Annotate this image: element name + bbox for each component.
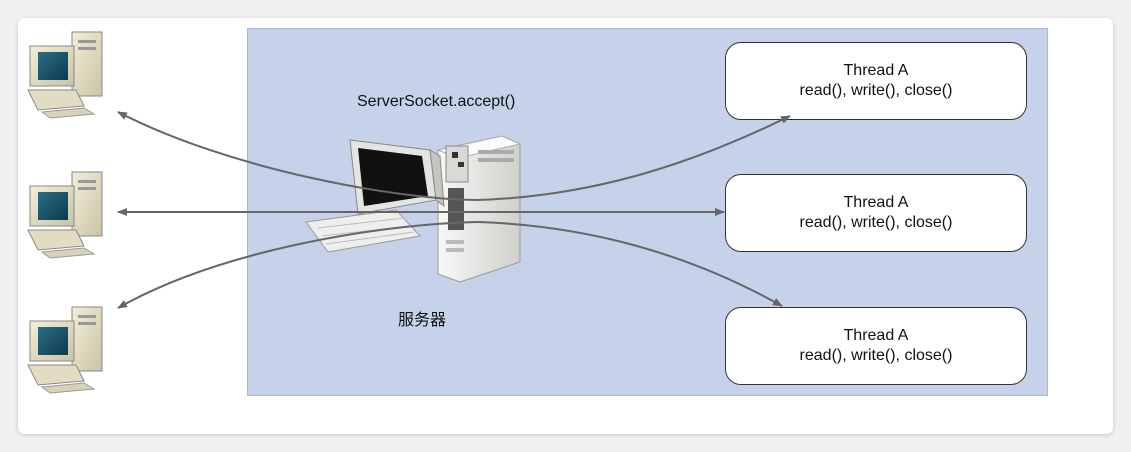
client-computer-icon: [27, 171, 103, 259]
arrow-to-client-3: [117, 221, 479, 309]
client-computer-icon: [27, 31, 103, 119]
thread-box-3: Thread A read(), write(), close(): [725, 307, 1027, 385]
accept-label: ServerSocket.accept(): [357, 93, 516, 110]
arrow-to-thread-3: [477, 221, 783, 307]
server-computer-icon: [305, 135, 522, 283]
connection-arrows: [117, 111, 791, 309]
thread-methods: read(), write(), close(): [799, 82, 953, 99]
thread-title: Thread A: [843, 62, 909, 79]
thread-box-2: Thread A read(), write(), close(): [725, 174, 1027, 252]
thread-methods: read(), write(), close(): [799, 214, 953, 231]
client-computer-icon: [27, 306, 103, 394]
thread-methods: read(), write(), close(): [799, 347, 953, 364]
server-name-label: 服务器: [398, 312, 447, 329]
thread-box-1: Thread A read(), write(), close(): [725, 42, 1027, 120]
thread-title: Thread A: [843, 194, 909, 211]
thread-title: Thread A: [843, 327, 909, 344]
arrow-to-client-1: [117, 111, 479, 201]
arrow-to-thread-1: [477, 115, 791, 201]
